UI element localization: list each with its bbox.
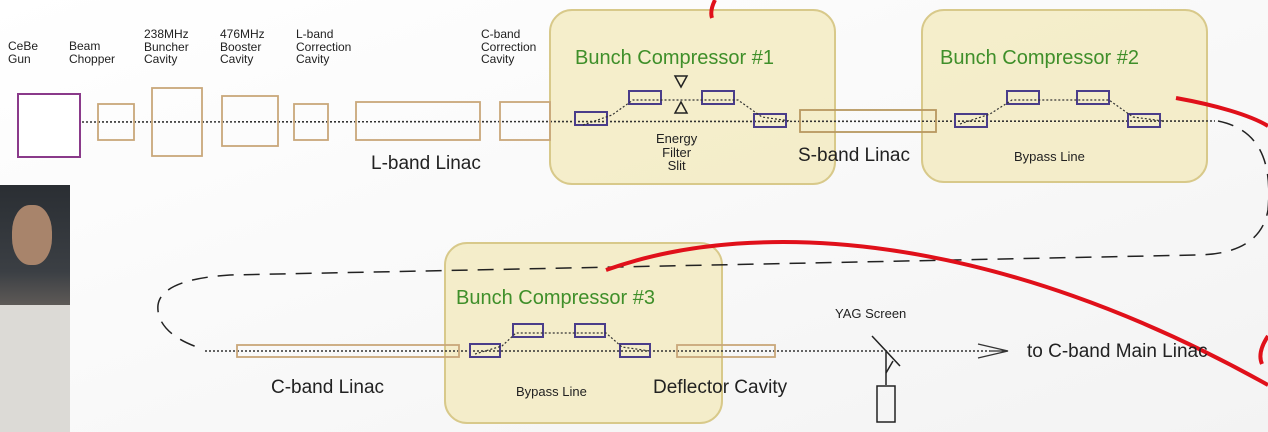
cebe-gun-box (18, 94, 80, 157)
to-main-linac-label: to C-band Main Linac (1027, 342, 1208, 362)
presenter-photo (0, 185, 70, 432)
sband-linac-label: S-band Linac (798, 146, 910, 166)
bc3-title: Bunch Compressor #3 (456, 288, 655, 309)
presenter-shirt (0, 305, 70, 432)
bc2-title: Bunch Compressor #2 (940, 48, 1139, 69)
deflector-cavity-label: Deflector Cavity (653, 378, 787, 398)
cband-linac-label: C-band Linac (271, 378, 384, 398)
presenter-face (12, 205, 52, 265)
bc2-bypass-label: Bypass Line (1014, 150, 1085, 164)
lband-linac-label: L-band Linac (371, 154, 481, 174)
bc3-bypass-label: Bypass Line (516, 385, 587, 399)
bc1-title: Bunch Compressor #1 (575, 48, 774, 69)
yag-screen-label: YAG Screen (835, 307, 906, 321)
